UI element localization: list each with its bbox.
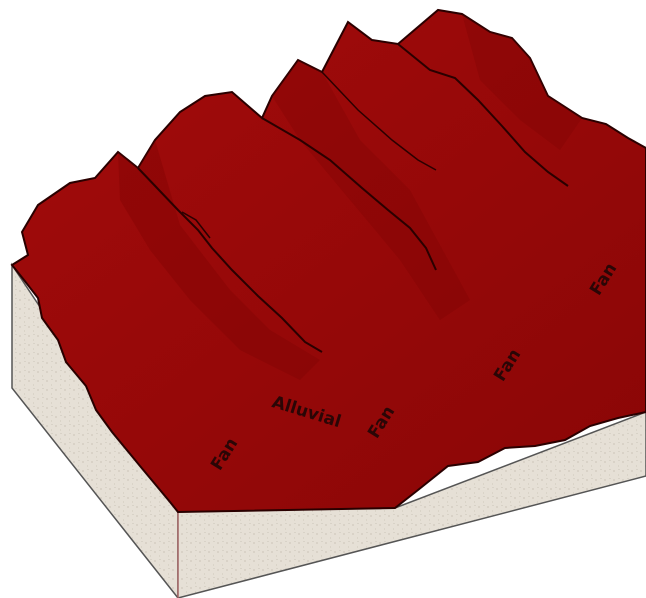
alluvial-fan-block-diagram: Alluvial Fan Fan Fan Fan [0, 0, 646, 598]
